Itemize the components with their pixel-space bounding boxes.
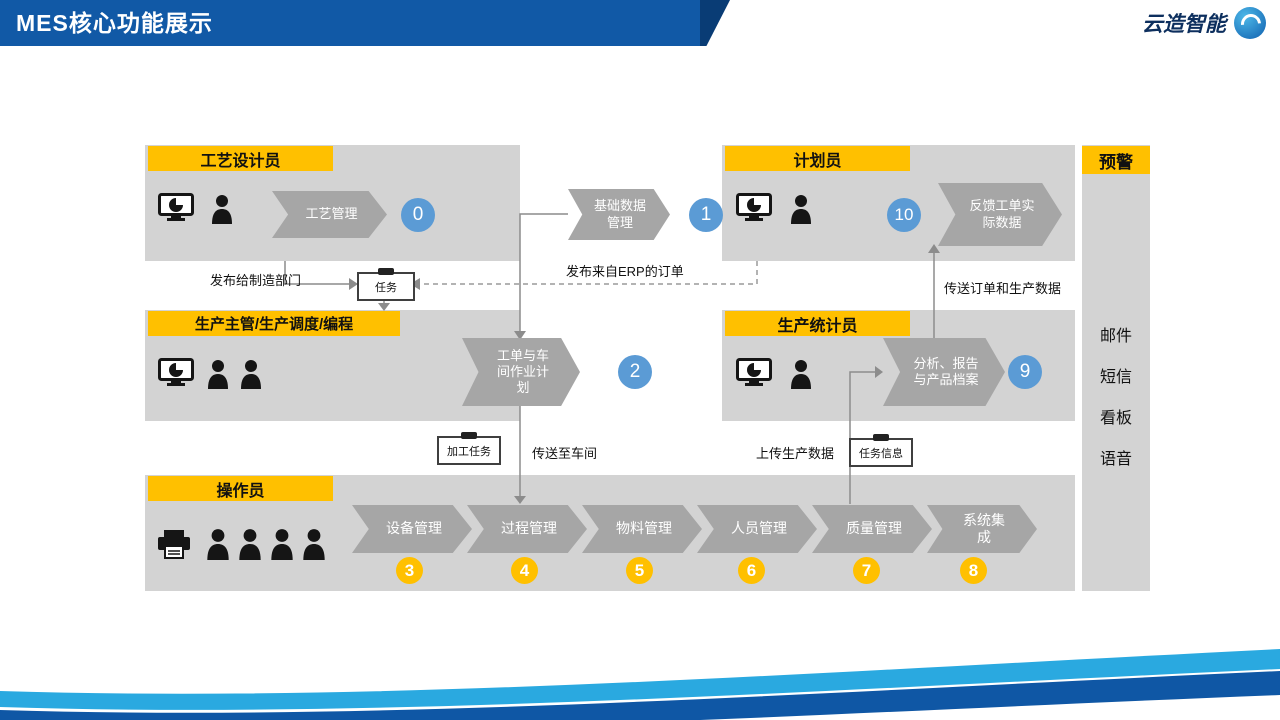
person-icon [238, 528, 262, 565]
person-icon [790, 194, 812, 229]
module-personnel-management: 人员管理 [697, 505, 817, 553]
bottom-wave-decoration [0, 649, 1280, 720]
step-badge-6: 6 [738, 557, 765, 584]
task-box: 任务 [357, 268, 415, 301]
page-title: MES核心功能展示 [16, 10, 213, 36]
panel-title-process-designer: 工艺设计员 [148, 146, 333, 171]
step-badge-4: 4 [511, 557, 538, 584]
module-equipment-management: 设备管理 [352, 505, 472, 553]
alert-channel-kanban: 看板 [1099, 410, 1132, 427]
panel-title-supervisor: 生产主管/生产调度/编程 [148, 311, 400, 336]
flow-process-management: 工艺管理 [272, 191, 387, 238]
monitor-icon [736, 193, 772, 228]
printer-icon [156, 530, 192, 565]
label-publish-to-manufacturing: 发布给制造部门 [210, 273, 302, 288]
panel-title-planner: 计划员 [725, 146, 910, 171]
person-icon [270, 528, 294, 565]
label-upload-production-data: 上传生产数据 [756, 446, 835, 461]
monitor-icon [736, 358, 772, 393]
person-icon [207, 359, 229, 394]
alert-channel-voice: 语音 [1099, 451, 1132, 468]
clip-icon [378, 268, 394, 275]
person-icon [302, 528, 326, 565]
task-box-label: 任务 [375, 281, 397, 294]
step-badge-8: 8 [960, 557, 987, 584]
brand-logo-icon [1234, 7, 1266, 39]
step-badge-5: 5 [626, 557, 653, 584]
label-erp-orders: 发布来自ERP的订单 [566, 264, 684, 279]
flow-analysis-report-archive: 分析、报告与产品档案 [883, 338, 1005, 406]
panel-alert [1082, 145, 1150, 591]
flow-feedback-workorder-data: 反馈工单实际数据 [938, 183, 1062, 246]
step-badge-0: 0 [401, 198, 435, 232]
step-badge-1: 1 [689, 198, 723, 232]
step-badge-3: 3 [396, 557, 423, 584]
label-send-orders-production-data: 传送订单和生产数据 [944, 281, 1062, 296]
clip-icon [461, 432, 477, 439]
panel-title-alert: 预警 [1082, 146, 1150, 174]
label-send-to-workshop: 传送至车间 [532, 446, 598, 461]
person-icon [206, 528, 230, 565]
process-task-box-label: 加工任务 [447, 445, 491, 458]
flow-workorder-shop-plan: 工单与车间作业计划 [462, 338, 580, 406]
person-icon [211, 194, 233, 229]
module-quality-management: 质量管理 [812, 505, 932, 553]
brand-logo: 云造智能 [1142, 7, 1266, 39]
module-system-integration: 系统集成 [927, 505, 1037, 553]
brand-name: 云造智能 [1142, 12, 1226, 36]
step-badge-9: 9 [1008, 355, 1042, 389]
title-bar: MES核心功能展示 [0, 0, 700, 46]
step-badge-7: 7 [853, 557, 880, 584]
process-task-box: 加工任务 [437, 432, 501, 465]
module-material-management: 物料管理 [582, 505, 702, 553]
panel-title-operator: 操作员 [148, 476, 333, 501]
step-badge-10: 10 [887, 198, 921, 232]
panel-title-statistician: 生产统计员 [725, 311, 910, 336]
module-process-management: 过程管理 [467, 505, 587, 553]
clip-icon [873, 434, 889, 441]
step-badge-2: 2 [618, 355, 652, 389]
alert-channel-sms: 短信 [1099, 369, 1132, 386]
flow-base-data-management: 基础数据管理 [568, 189, 670, 240]
monitor-icon [158, 358, 194, 393]
person-icon [790, 359, 812, 394]
monitor-icon [158, 193, 194, 228]
task-info-box-label: 任务信息 [859, 447, 903, 460]
person-icon [240, 359, 262, 394]
alert-channel-email: 邮件 [1099, 328, 1132, 345]
task-info-box: 任务信息 [849, 434, 913, 467]
